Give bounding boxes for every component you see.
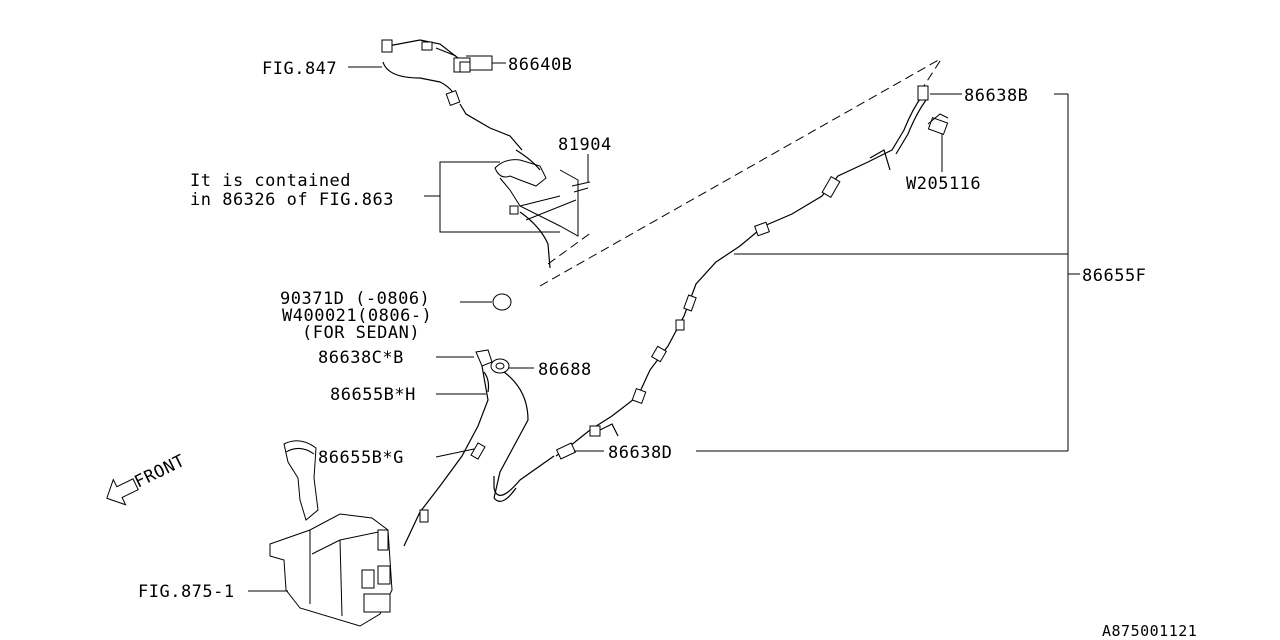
note-line-2: in 86326 of FIG.863 [190,190,394,210]
w205116-clip-drawing [927,113,949,136]
upper-harness-drawing [381,39,523,151]
lower-hoses-drawing [403,349,529,547]
label-86655f: 86655F [1082,266,1146,286]
label-81904: 81904 [558,135,612,155]
label-w400021: W400021(0806-) [282,306,432,326]
front-label: FRONT [131,451,188,493]
label-fig847: FIG.847 [262,59,337,79]
leader-lines [248,55,1080,592]
label-86638b: 86638B [964,86,1028,106]
diagram-id: A875001121 [1102,622,1197,640]
label-86640b: 86640B [508,55,572,75]
main-washer-hose-drawing [493,85,929,496]
label-w205116: W205116 [906,174,981,194]
dashed-connector-line [547,231,593,265]
label-90371d: 90371D (-0806) [280,289,430,309]
dashed-connector-line [539,57,943,287]
label-86638d: 86638D [608,443,672,463]
label-for-sedan: (FOR SEDAN) [302,323,420,343]
note-line-1: It is contained [190,171,351,191]
label-86638c-b: 86638C*B [318,348,404,368]
plug-90371d-drawing [492,293,512,311]
label-86688: 86688 [538,360,592,380]
hose-bracket-drawing [494,149,591,269]
washer-tank-drawing [269,440,393,627]
label-fig875-1: FIG.875-1 [138,582,235,602]
front-arrow-icon [106,478,139,506]
label-86655b-h: 86655B*H [330,385,416,405]
label-86655b-g: 86655B*G [318,448,404,468]
